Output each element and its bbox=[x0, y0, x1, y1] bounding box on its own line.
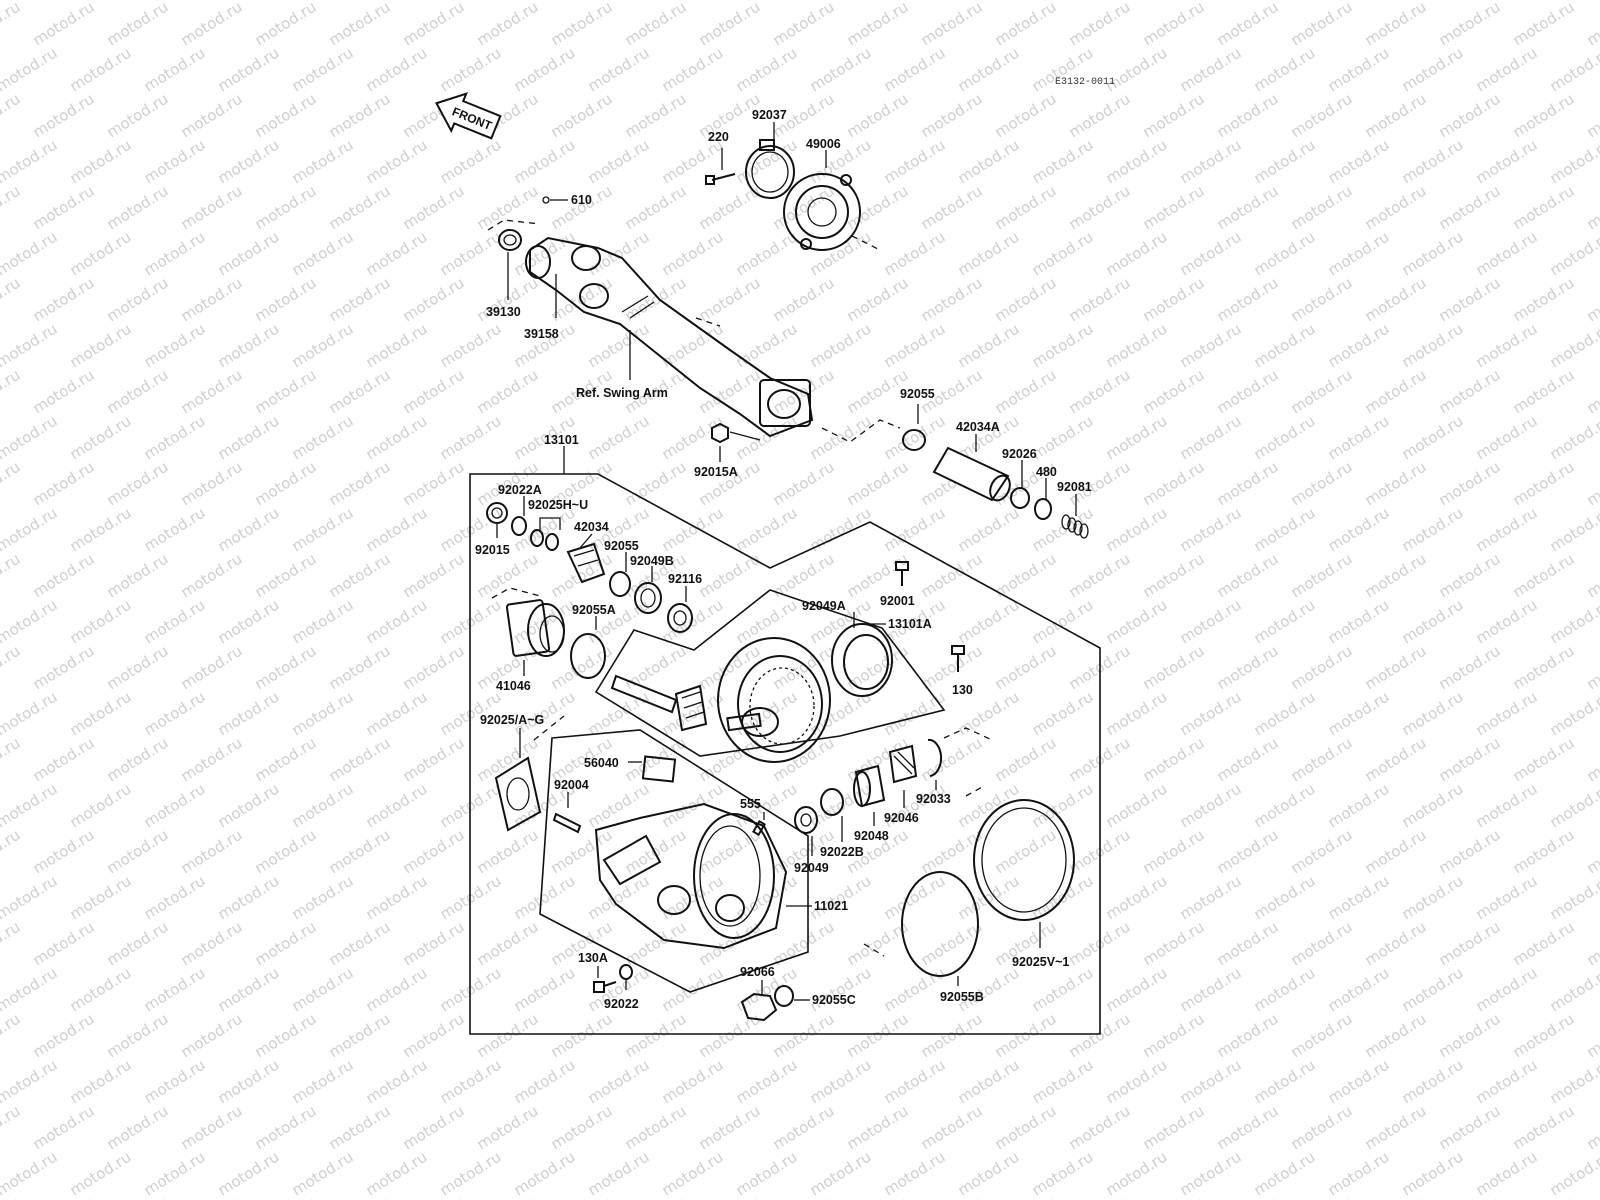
label-ref-swing-arm: Ref. Swing Arm bbox=[576, 386, 668, 400]
bearing-92046 bbox=[888, 744, 918, 808]
oring-92055-top bbox=[902, 404, 926, 451]
label-92081: 92081 bbox=[1057, 480, 1092, 494]
label-13101: 13101 bbox=[544, 433, 579, 447]
grease-610 bbox=[542, 196, 568, 204]
ring-gear bbox=[717, 637, 831, 763]
circlip-92033 bbox=[927, 727, 993, 790]
gear-case-11021 bbox=[594, 802, 812, 950]
gasket-92025AG bbox=[494, 715, 565, 832]
oring-92055A bbox=[570, 616, 606, 679]
washer-92022B bbox=[820, 788, 844, 842]
diagram-code: E3132-0011 bbox=[1055, 77, 1115, 88]
bolt-220 bbox=[705, 148, 736, 185]
oring-92055-mid bbox=[609, 552, 631, 597]
label-92025V1: 92025V~1 bbox=[1012, 955, 1069, 969]
washer-92022A bbox=[511, 496, 527, 536]
label-92049B: 92049B bbox=[630, 554, 674, 568]
label-92049A: 92049A bbox=[802, 599, 846, 613]
oring-92055C bbox=[774, 985, 810, 1007]
label-130: 130 bbox=[952, 683, 973, 697]
washer-92022 bbox=[619, 964, 633, 990]
label-13101A: 13101A bbox=[888, 617, 932, 631]
seal-92049A bbox=[831, 612, 893, 697]
plug-92066 bbox=[740, 980, 778, 1022]
nut-92015A bbox=[711, 422, 761, 462]
joint-link-line bbox=[821, 419, 901, 443]
label-92025HU: 92025H~U bbox=[528, 498, 588, 512]
bolt-92001 bbox=[895, 561, 909, 586]
plate-56040 bbox=[628, 755, 677, 783]
circlip-480 bbox=[1034, 478, 1052, 520]
label-49006: 49006 bbox=[806, 137, 841, 151]
label-92022B: 92022B bbox=[820, 845, 864, 859]
label-92055C: 92055C bbox=[812, 993, 856, 1007]
seal-39130 bbox=[487, 219, 541, 300]
label-92015: 92015 bbox=[475, 543, 510, 557]
label-39158: 39158 bbox=[524, 327, 559, 341]
label-92116: 92116 bbox=[668, 572, 702, 586]
label-92046: 92046 bbox=[884, 811, 919, 825]
label-555: 555 bbox=[740, 797, 761, 811]
housing-41046 bbox=[491, 587, 565, 676]
label-92015A: 92015A bbox=[694, 465, 738, 479]
label-92001: 92001 bbox=[880, 594, 915, 608]
label-92033: 92033 bbox=[916, 792, 951, 806]
label-92026: 92026 bbox=[1002, 447, 1037, 461]
assembly-frame-13101 bbox=[469, 473, 1101, 1035]
label-130A: 130A bbox=[578, 951, 608, 965]
bolt-130 bbox=[951, 645, 965, 672]
label-610: 610 bbox=[571, 193, 592, 207]
joint-42034A bbox=[932, 434, 1011, 502]
label-42034: 42034 bbox=[574, 520, 609, 534]
label-92022: 92022 bbox=[604, 997, 639, 1011]
label-92055A: 92055A bbox=[572, 603, 616, 617]
label-92055-top: 92055 bbox=[900, 387, 935, 401]
label-42034A: 42034A bbox=[956, 420, 1000, 434]
case-subframe bbox=[539, 729, 809, 993]
label-92037: 92037 bbox=[752, 108, 787, 122]
gear-subframe bbox=[594, 589, 946, 757]
watermark-text: motod.ru bbox=[0, 1194, 23, 1200]
seal-92049B bbox=[634, 566, 662, 614]
boot-49006 bbox=[783, 150, 881, 251]
shim-92025HU bbox=[530, 517, 561, 551]
stud-92004 bbox=[552, 792, 582, 834]
label-39130: 39130 bbox=[486, 305, 521, 319]
front-arrow-icon: FRONT bbox=[435, 92, 502, 140]
label-480: 480 bbox=[1036, 465, 1057, 479]
label-220: 220 bbox=[708, 130, 729, 144]
label-92048: 92048 bbox=[854, 829, 889, 843]
label-92025AG: 92025/A~G bbox=[480, 713, 544, 727]
label-11021: 11021 bbox=[814, 899, 848, 913]
oring-92055B bbox=[863, 871, 979, 986]
label-92055B: 92055B bbox=[940, 990, 984, 1004]
label-92049: 92049 bbox=[794, 861, 829, 875]
gasket-92025V1 bbox=[965, 785, 1075, 948]
ring-92026 bbox=[1010, 460, 1030, 509]
seal-92049 bbox=[794, 806, 818, 856]
label-92004: 92004 bbox=[554, 778, 589, 792]
pinion-gear bbox=[610, 674, 708, 732]
label-41046: 41046 bbox=[496, 679, 531, 693]
joint-42034 bbox=[566, 533, 606, 584]
bearing-92116 bbox=[667, 586, 693, 633]
spring-92081 bbox=[1061, 494, 1089, 539]
swing-arm-reference bbox=[525, 236, 814, 438]
nut-92015 bbox=[486, 502, 508, 538]
label-92066: 92066 bbox=[740, 965, 775, 979]
collar-92048 bbox=[853, 764, 886, 826]
label-92022A: 92022A bbox=[498, 483, 542, 497]
label-92055-mid: 92055 bbox=[604, 539, 639, 553]
label-56040: 56040 bbox=[584, 756, 619, 770]
clamp-92037 bbox=[745, 122, 795, 199]
bolt-130A bbox=[593, 966, 617, 993]
